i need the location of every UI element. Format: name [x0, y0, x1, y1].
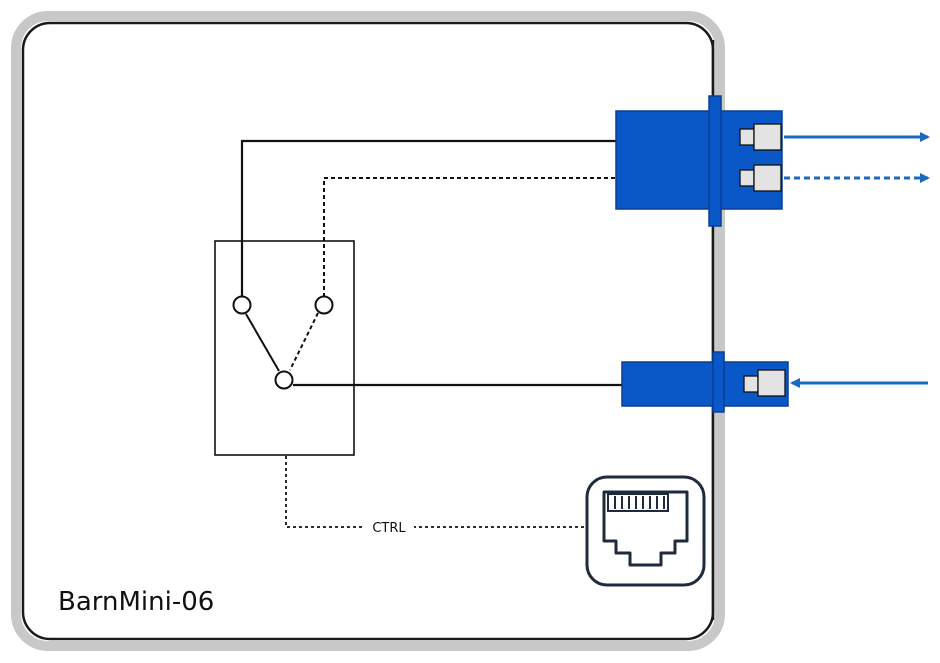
switch-pole-common — [274, 370, 294, 390]
device-enclosure — [11, 11, 725, 651]
switch-box — [214, 240, 355, 456]
ethernet-rj45-icon — [585, 475, 706, 587]
output-port-2 — [739, 169, 755, 187]
switch-lever-active — [245, 313, 280, 372]
duplex-output-connector — [615, 95, 783, 227]
input-port — [743, 375, 759, 393]
input-connector — [621, 351, 789, 413]
fiber-paths — [240, 139, 622, 387]
output-port-1 — [739, 128, 755, 146]
switch-lever-inactive — [289, 312, 319, 371]
ctrl-label: CTRL — [372, 521, 406, 536]
device-label: BarnMini-06 — [58, 587, 214, 617]
switch-pole-1 — [232, 295, 252, 315]
output-2-fiber — [323, 177, 616, 297]
switch-pole-2 — [314, 295, 334, 315]
output-1-fiber — [240, 139, 616, 297]
